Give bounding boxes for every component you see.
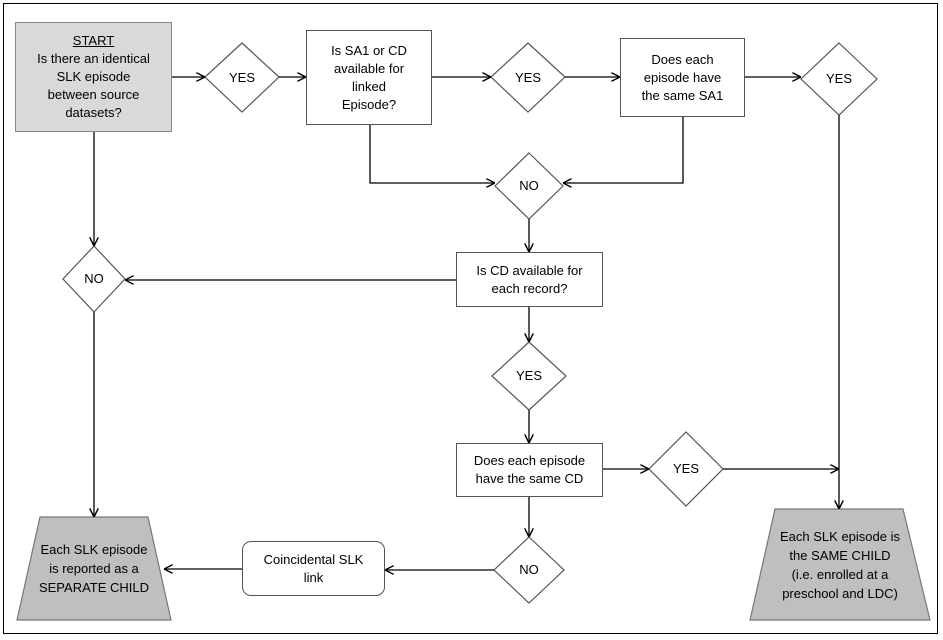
outcome-line: (i.e. enrolled at a	[791, 566, 889, 582]
decision-no-center-label: NO	[519, 178, 539, 193]
question-line: Does each episode	[473, 453, 586, 468]
separate-child-shape	[16, 516, 172, 621]
outcome-line: Each SLK episode is	[780, 528, 900, 544]
box-line: Coincidental SLK	[263, 551, 364, 567]
start-line: Is there an identical	[37, 51, 150, 66]
outcome-line: SEPARATE CHILD	[38, 580, 150, 595]
same-child-shape	[749, 508, 931, 621]
question-line: have the same CD	[475, 471, 584, 486]
decision-no-bottom-label: NO	[519, 562, 539, 577]
question-line: linked	[352, 78, 386, 94]
box-line: link	[303, 569, 324, 585]
question-line: the same SA1	[641, 87, 724, 103]
decision-yes2-label: YES	[514, 69, 541, 85]
decision-yes-same-cd-label: YES	[672, 461, 699, 476]
question-line: episode have	[643, 69, 722, 85]
coincidental-link-box: Coincidental SLK link	[242, 541, 385, 596]
question-line: available for	[333, 60, 405, 76]
start-box: START Is there an identical SLK episode …	[15, 22, 172, 132]
decision-yes1-label: YES	[228, 69, 255, 85]
separate-child-outcome: Each SLK episode is reported as a SEPARA…	[17, 517, 171, 620]
outcome-line: preschool and LDC)	[782, 585, 898, 601]
decision-yes3-label: YES	[825, 71, 852, 86]
question-line: each record?	[491, 280, 568, 296]
same-sa1-question: Does each episode have the same SA1	[620, 38, 745, 117]
start-line: SLK episode	[56, 69, 131, 84]
outcome-line: the SAME CHILD	[789, 547, 891, 563]
decision-no-bottom-shape	[493, 536, 565, 604]
arrow-sa1-question-to-no	[369, 125, 495, 183]
cd-available-question: Is CD available for each record?	[456, 252, 603, 307]
outcome-line: is reported as a	[49, 561, 139, 576]
diagram-frame	[3, 3, 938, 634]
outcome-line: Each SLK episode	[40, 542, 148, 557]
question-line: Is CD available for	[476, 262, 583, 278]
decision-yes-same-cd-shape	[648, 431, 724, 507]
same-child-outcome: Each SLK episode is the SAME CHILD (i.e.…	[750, 509, 930, 620]
decision-no-left-label: NO	[84, 271, 104, 286]
start-line: datasets?	[65, 105, 122, 120]
start-line: between source	[47, 87, 140, 102]
question-line: Is SA1 or CD	[331, 42, 407, 58]
decision-yes-cd-label: YES	[515, 368, 542, 383]
start-heading: START	[72, 33, 115, 48]
sa1-available-question: Is SA1 or CD available for linked Episod…	[306, 30, 432, 125]
question-line: Episode?	[341, 96, 397, 112]
question-line: Does each	[651, 51, 714, 67]
arrow-same-sa1-to-no	[563, 117, 684, 183]
decision-yes1-shape	[204, 42, 280, 113]
same-cd-question: Does each episode have the same CD	[456, 443, 603, 497]
decision-yes2-shape	[490, 42, 566, 113]
